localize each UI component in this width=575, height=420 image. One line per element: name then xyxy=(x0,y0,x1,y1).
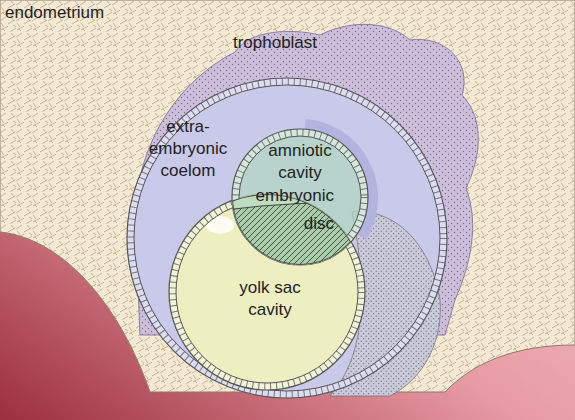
part-label: extra- embryonic coelom xyxy=(140,116,236,182)
part-label: trophoblast xyxy=(222,33,328,53)
cell-layer xyxy=(173,198,362,387)
endometrium-tissue xyxy=(0,0,575,392)
amnion-edge xyxy=(233,130,368,265)
part-label: endometrium xyxy=(5,3,135,23)
embryonic-disc: embryonic disc xyxy=(230,160,370,268)
cell-walls xyxy=(131,82,444,395)
part-label: embryonic disc xyxy=(238,182,334,238)
chorionic-sac: extra- embryonic coelom amniotic cavityem… xyxy=(127,78,447,398)
outer-outline xyxy=(169,194,365,390)
part-label: yolk sac cavity xyxy=(225,277,315,321)
cell-layer xyxy=(131,82,444,395)
part-label: amniotic cavity xyxy=(255,140,345,184)
chorionic-cavity xyxy=(127,78,447,398)
yolk-sac xyxy=(169,194,365,390)
yolk-edge xyxy=(170,195,365,390)
inner-outline xyxy=(176,201,358,383)
trophoblast-region: trophoblast extra- embryonic coelom amniot… xyxy=(125,15,485,410)
inner-outline xyxy=(134,85,440,391)
outer-outline xyxy=(127,78,447,398)
node-outline xyxy=(230,160,370,268)
cell-walls xyxy=(173,198,362,387)
